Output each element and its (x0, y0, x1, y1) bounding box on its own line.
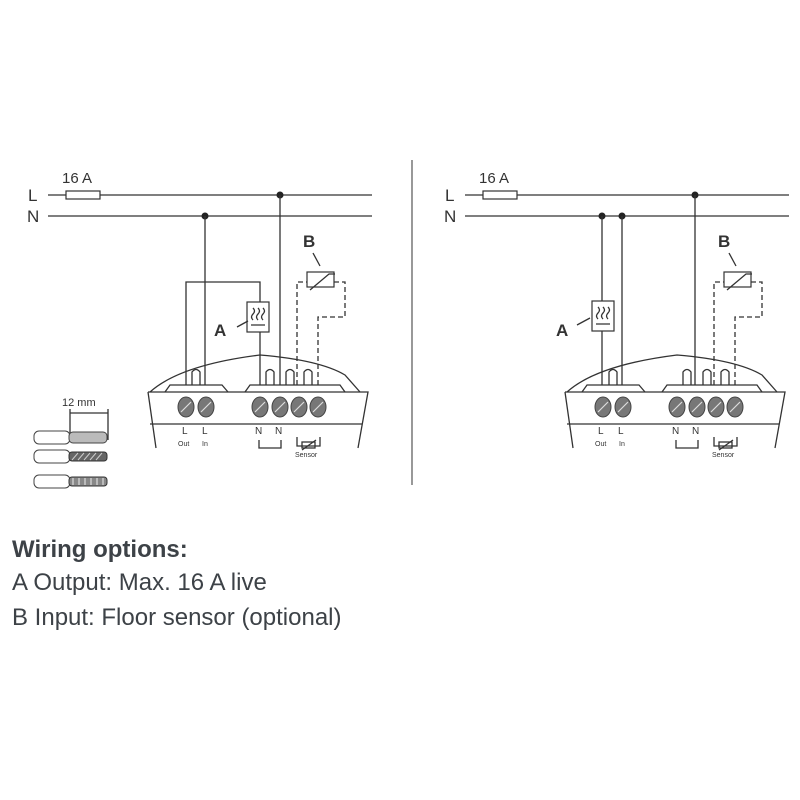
terminal-in-label: In (619, 441, 625, 448)
fuse-icon (482, 190, 518, 200)
terminal-l-out: L (182, 426, 188, 437)
terminal-n2: N (692, 426, 699, 437)
terminal-out-label: Out (595, 441, 606, 448)
floor-sensor-icon (306, 271, 336, 291)
caption-option-b: B Input: Floor sensor (optional) (12, 604, 342, 631)
line-l-label: L (445, 186, 454, 205)
strip-length-label: 12 mm (62, 397, 96, 409)
left-wiring-diagram: L N 16 A A B L L N N Out In Sensor 12 mm (27, 170, 372, 489)
terminal-n2: N (275, 426, 282, 437)
label-b: B (303, 232, 315, 251)
terminal-out-label: Out (178, 441, 189, 448)
terminal-l-in: L (202, 426, 208, 437)
terminal-l-out: L (598, 426, 604, 437)
label-a: A (556, 321, 568, 340)
right-wiring-diagram: L N 16 A A B L L N N Out In Sensor (444, 170, 789, 459)
terminal-sensor-label: Sensor (712, 452, 735, 459)
terminal-in-label: In (202, 441, 208, 448)
heater-icon (591, 300, 615, 332)
terminal-n1: N (672, 426, 679, 437)
floor-sensor-icon (723, 271, 753, 291)
line-n-label: N (444, 207, 456, 226)
supply-lines (48, 194, 372, 217)
wire-strip-illustration: 12 mm (33, 397, 109, 489)
fuse-icon (65, 190, 101, 200)
label-a: A (214, 321, 226, 340)
line-l-label: L (28, 186, 37, 205)
fuse-label: 16 A (62, 170, 92, 187)
heater-icon (246, 301, 270, 333)
terminal-sensor-label: Sensor (295, 452, 318, 459)
terminal-n1: N (255, 426, 262, 437)
fuse-label: 16 A (479, 170, 509, 187)
label-b: B (718, 232, 730, 251)
terminal-l-in: L (618, 426, 624, 437)
line-n-label: N (27, 207, 39, 226)
caption-option-a: A Output: Max. 16 A live (12, 569, 267, 596)
caption-title: Wiring options: (12, 536, 188, 563)
